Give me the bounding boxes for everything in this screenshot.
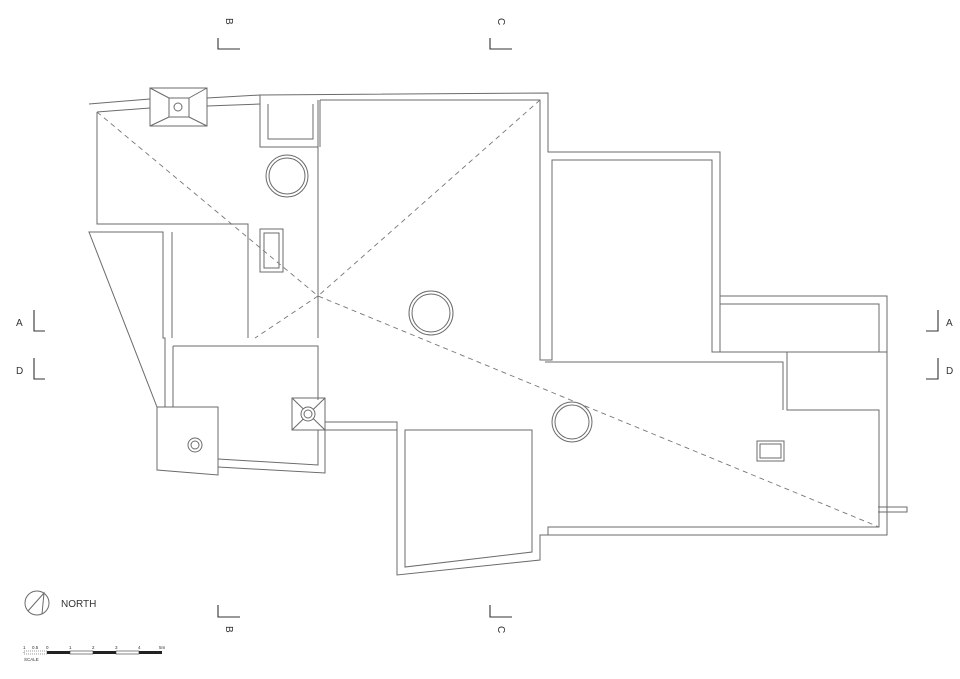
vent-rect-right [756, 440, 785, 462]
outlet-pipe [878, 505, 908, 514]
section-marker-c-top: C [489, 18, 512, 50]
svg-text:4: 4 [138, 645, 141, 650]
section-marker-d-right: D [926, 358, 953, 380]
north-arrow-icon [24, 590, 50, 616]
north-label: NORTH [61, 599, 96, 610]
svg-text:0.5: 0.5 [32, 645, 39, 650]
section-marker-c-bottom: C [489, 605, 512, 633]
section-marker-b-top: B [217, 18, 240, 50]
drain-box [291, 397, 326, 431]
vent-rect-right-inner [759, 443, 782, 459]
scale-bar: 1 0.5 0 1 2 3 4 5m SCALE [23, 645, 166, 662]
building-outline-outer [88, 92, 888, 576]
svg-text:0: 0 [46, 645, 49, 650]
slope-lines [96, 99, 880, 528]
pad-with-drain [156, 406, 219, 476]
svg-text:2: 2 [92, 645, 95, 650]
svg-text:A: A [16, 318, 23, 329]
section-marker-a-right: A [926, 310, 953, 332]
vent-rect [259, 228, 284, 273]
section-marker-b-bottom: B [217, 605, 240, 633]
svg-text:B: B [223, 626, 234, 633]
top-small-room [259, 95, 321, 148]
svg-text:SCALE: SCALE [24, 657, 39, 662]
svg-text:1: 1 [23, 645, 26, 650]
svg-text:C: C [495, 626, 506, 633]
building-outline-inner [96, 99, 887, 568]
svg-text:C: C [495, 18, 506, 25]
svg-text:D: D [946, 366, 953, 377]
svg-text:3: 3 [115, 645, 118, 650]
svg-text:A: A [946, 318, 953, 329]
vent-rect-inner [263, 232, 280, 269]
svg-text:D: D [16, 366, 23, 377]
section-marker-a-left: A [16, 310, 45, 332]
svg-text:1: 1 [69, 645, 72, 650]
section-marker-d-left: D [16, 358, 45, 380]
svg-text:5m: 5m [159, 645, 166, 650]
roof-circle-vents [265, 154, 593, 443]
skylight-top-left [149, 87, 208, 127]
svg-text:B: B [223, 18, 234, 25]
